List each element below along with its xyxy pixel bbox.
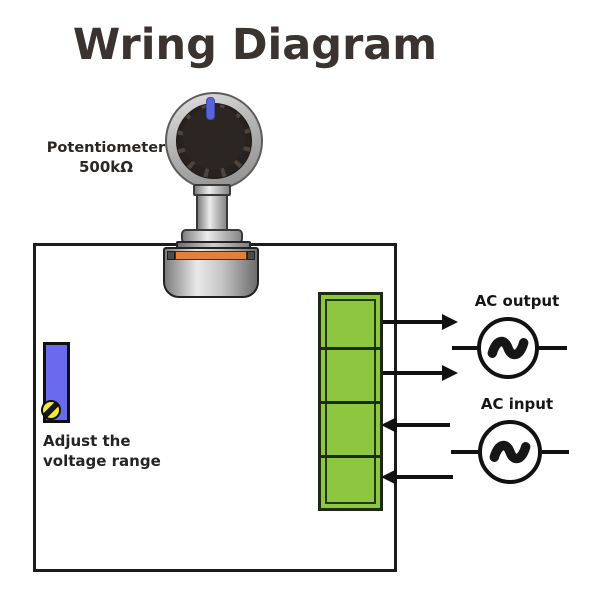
knob-indicator-mark <box>206 97 215 120</box>
page-title: Wring Diagram <box>72 20 438 70</box>
potentiometer-label: Potentiometer 500kΩ <box>30 139 182 176</box>
potentiometer-value: 500kΩ <box>78 158 134 176</box>
trimmer-label-line1: Adjust the <box>43 432 131 450</box>
trimmer-label-line2: voltage range <box>43 452 161 470</box>
ac-output-source <box>477 317 539 379</box>
potentiometer-name: Potentiometer <box>46 140 166 156</box>
trimmer-label: Adjust the voltage range <box>43 431 161 471</box>
wire-output-2 <box>383 371 443 375</box>
potentiometer-stripe <box>167 251 255 260</box>
arrow-right-icon <box>442 314 458 330</box>
ac-input-lead-left <box>451 450 478 454</box>
ac-input-source <box>478 420 542 484</box>
potentiometer-body <box>163 247 259 298</box>
arrow-right-icon <box>442 365 458 381</box>
ac-output-lead-right <box>538 346 567 350</box>
sine-wave-icon <box>489 440 531 464</box>
ac-input-label: AC input <box>480 395 554 413</box>
orange-stripe <box>175 251 247 260</box>
terminal-divider <box>321 347 380 350</box>
arrow-left-icon <box>381 417 397 433</box>
terminal-block <box>318 292 383 511</box>
ac-output-label: AC output <box>474 292 560 310</box>
wire-output-1 <box>383 320 443 324</box>
potentiometer-shaft <box>196 194 228 232</box>
wire-input-2 <box>396 475 453 479</box>
stripe-end-tab <box>167 251 175 260</box>
terminal-divider <box>321 455 380 458</box>
sine-wave-icon <box>487 336 529 360</box>
wire-input-1 <box>396 423 450 427</box>
ac-input-lead-right <box>542 450 569 454</box>
trimmer-screw-icon <box>41 400 61 420</box>
ac-output-lead-left <box>452 346 478 350</box>
arrow-left-icon <box>381 469 397 485</box>
stripe-end-tab <box>247 251 255 260</box>
terminal-divider <box>321 401 380 404</box>
